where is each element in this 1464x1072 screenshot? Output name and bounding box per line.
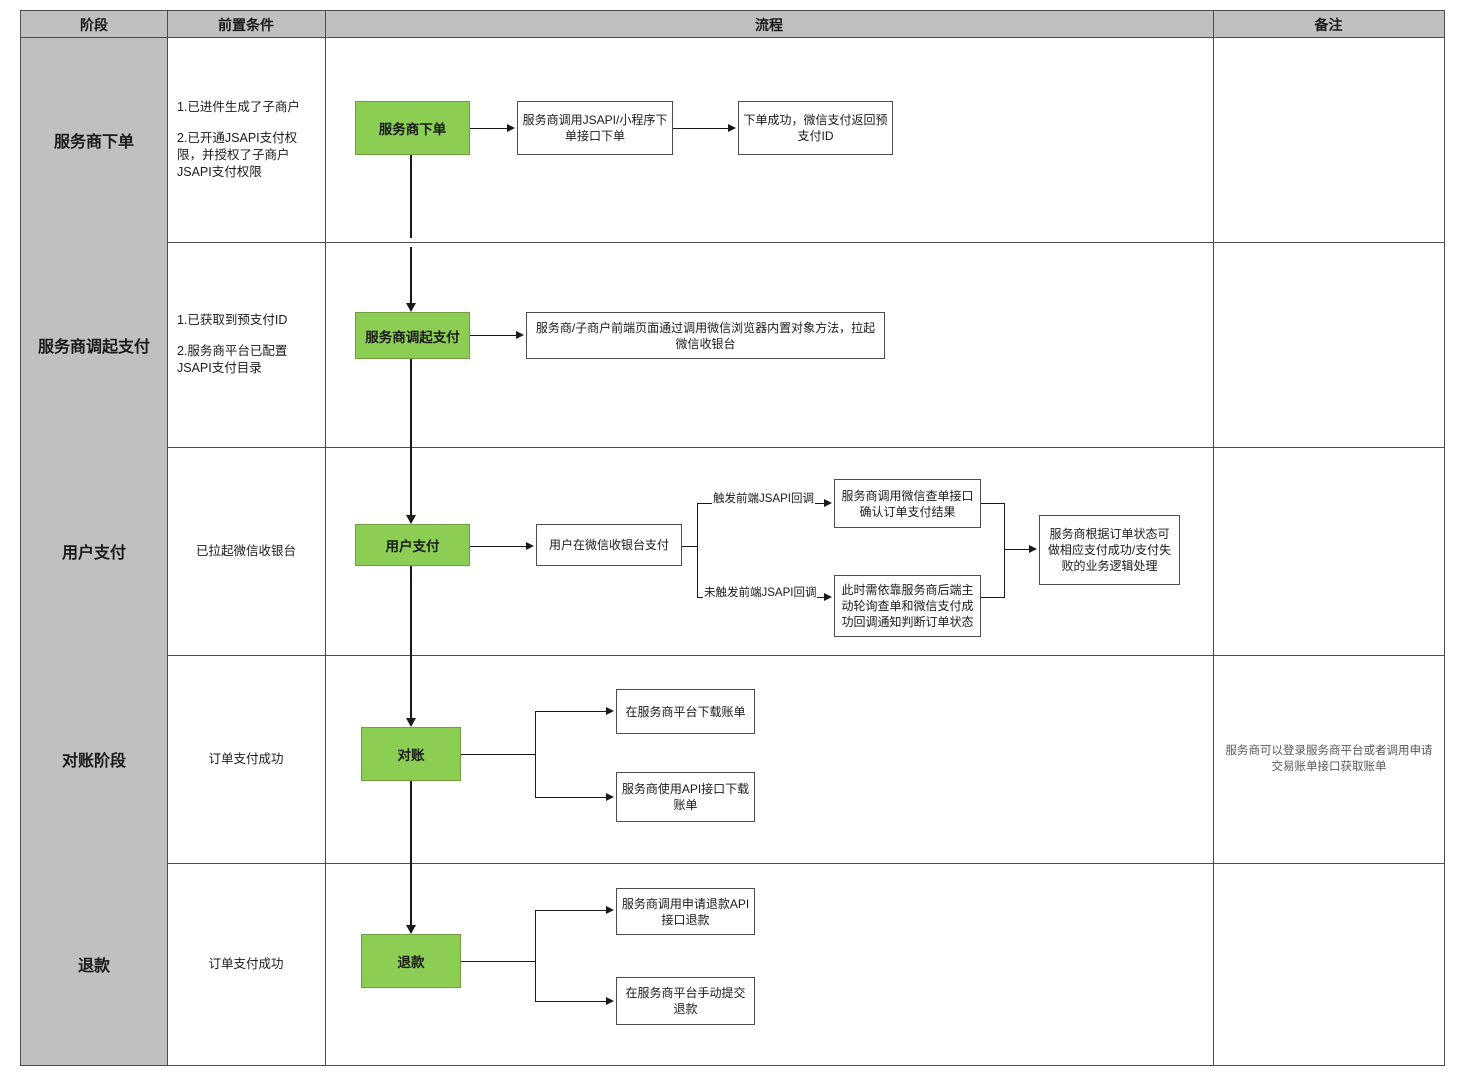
edge-row3-merge-bottom <box>981 597 1005 598</box>
edge-row5-branch-top <box>535 910 607 911</box>
arrow-row1-2 <box>728 124 736 132</box>
table-header-row: 阶段 前置条件 流程 备注 <box>21 11 1444 38</box>
connector-row2-to-row3 <box>410 359 412 519</box>
node-branch-top-row3[interactable]: 服务商调用微信查单接口确认订单支付结果 <box>834 479 981 528</box>
header-note: 备注 <box>1314 16 1343 33</box>
node-step-row1-2[interactable]: 下单成功，微信支付返回预支付ID <box>738 101 893 155</box>
stage-cell-2: 服务商调起支付 <box>21 242 167 447</box>
note-cell-1 <box>1213 38 1445 242</box>
edge-row4-split-vert <box>535 711 536 798</box>
note-text: 服务商可以登录服务商平台或者调用申请交易账单接口获取账单 <box>1225 745 1433 773</box>
process-table: 阶段 前置条件 流程 备注 服务商下单 1.已进件生成了子商户 2.已开通JSA… <box>20 10 1445 1066</box>
node-step-row2-1[interactable]: 服务商/子商户前端页面通过调用微信浏览器内置对象方法，拉起微信收银台 <box>526 312 885 359</box>
node-start-row1[interactable]: 服务商下单 <box>355 101 470 155</box>
node-merge-row3[interactable]: 服务商根据订单状态可做相应支付成功/支付失败的业务逻辑处理 <box>1039 515 1180 585</box>
arrow-row3-merge <box>1029 545 1037 553</box>
arrow-row4-branch-top <box>606 707 614 715</box>
column-divider-2 <box>325 11 326 1065</box>
edge-row3-1 <box>470 546 527 547</box>
note-cell-5 <box>1213 863 1445 1065</box>
arrow-into-node-row4 <box>406 718 416 727</box>
node-start-row3[interactable]: 用户支付 <box>355 524 470 566</box>
node-branch-top-row5[interactable]: 服务商调用申请退款API接口退款 <box>616 888 755 935</box>
node-start-row5[interactable]: 退款 <box>361 934 461 988</box>
header-preconditions: 前置条件 <box>218 16 274 33</box>
column-divider-3 <box>1213 11 1214 1065</box>
precondition-item: 1.已进件生成了子商户 <box>177 100 300 114</box>
node-step-row1-1[interactable]: 服务商调用JSAPI/小程序下单接口下单 <box>517 101 673 155</box>
precondition-item: 订单支付成功 <box>208 956 284 971</box>
precondition-cell-1: 1.已进件生成了子商户 2.已开通JSAPI支付权限，并授权了子商户JSAPI支… <box>167 38 325 242</box>
edge-row5-branch-bottom <box>535 1001 607 1002</box>
edge-row3-merge-out <box>1004 549 1030 550</box>
row-divider-4 <box>21 863 1444 864</box>
edge-row3-merge-vert <box>1004 503 1005 598</box>
precondition-item: 1.已获取到预支付ID <box>177 313 288 327</box>
precondition-item: 2.服务商平台已配置JSAPI支付目录 <box>177 344 288 375</box>
header-flow: 流程 <box>755 16 783 33</box>
precondition-cell-5: 订单支付成功 <box>167 863 325 1065</box>
edge-row3-split-stub <box>682 546 698 547</box>
edge-row4-branch-bottom <box>535 797 607 798</box>
edge-label-row3-top: 触发前端JSAPI回调 <box>712 490 815 506</box>
node-branch-top-row4[interactable]: 在服务商平台下载账单 <box>616 689 755 734</box>
stage-cell-3: 用户支付 <box>21 447 167 655</box>
header-stage: 阶段 <box>80 16 108 33</box>
edge-row2-1 <box>470 335 517 336</box>
stage-cell-1: 服务商下单 <box>21 38 167 242</box>
note-cell-3 <box>1213 447 1445 655</box>
column-divider-1 <box>167 11 168 1065</box>
arrow-row3-branch-top <box>824 499 832 507</box>
connector-row4-to-row5 <box>410 781 412 928</box>
arrow-into-node-row2 <box>406 303 416 312</box>
node-start-row2[interactable]: 服务商调起支付 <box>355 312 470 359</box>
edge-row1-1 <box>470 128 508 129</box>
precondition-cell-2: 1.已获取到预支付ID 2.服务商平台已配置JSAPI支付目录 <box>167 242 325 447</box>
edge-row3-split-vert <box>697 503 698 598</box>
arrow-row2-1 <box>516 331 524 339</box>
precondition-cell-4: 订单支付成功 <box>167 655 325 863</box>
arrow-row1-1 <box>507 124 515 132</box>
edge-row5-stub <box>461 961 536 962</box>
stage-cell-5: 退款 <box>21 863 167 1065</box>
note-cell-2 <box>1213 242 1445 447</box>
connector-row1-to-row2 <box>410 155 412 238</box>
node-branch-bottom-row3[interactable]: 此时需依靠服务商后端主动轮询查单和微信支付成功回调通知判断订单状态 <box>834 575 981 637</box>
edge-row4-branch-top <box>535 711 607 712</box>
edge-row4-stub <box>461 754 536 755</box>
arrow-into-node-row5 <box>406 925 416 934</box>
precondition-item: 订单支付成功 <box>208 751 284 766</box>
arrow-row4-branch-bottom <box>606 793 614 801</box>
arrow-row5-branch-bottom <box>606 997 614 1005</box>
connector-row2-to-row2-arrow <box>410 247 412 305</box>
note-cell-4: 服务商可以登录服务商平台或者调用申请交易账单接口获取账单 <box>1213 655 1445 863</box>
node-step-row3-1[interactable]: 用户在微信收银台支付 <box>536 524 682 566</box>
edge-row3-merge-top <box>981 503 1005 504</box>
arrow-row3-branch-bottom <box>824 593 832 601</box>
edge-row5-split-vert <box>535 910 536 1002</box>
arrow-into-node-row3 <box>406 515 416 524</box>
node-branch-bottom-row5[interactable]: 在服务商平台手动提交退款 <box>616 977 755 1025</box>
row-divider-1 <box>21 242 1444 243</box>
precondition-item: 已拉起微信收银台 <box>195 543 296 558</box>
node-start-row4[interactable]: 对账 <box>361 727 461 781</box>
arrow-row5-branch-top <box>606 906 614 914</box>
arrow-row3-1 <box>526 542 534 550</box>
row-divider-2 <box>21 447 1444 448</box>
edge-row1-2 <box>673 128 729 129</box>
row-divider-3 <box>21 655 1444 656</box>
stage-cell-4: 对账阶段 <box>21 655 167 863</box>
node-branch-bottom-row4[interactable]: 服务商使用API接口下载账单 <box>616 772 755 822</box>
precondition-item: 2.已开通JSAPI支付权限，并授权了子商户JSAPI支付权限 <box>177 131 298 179</box>
edge-label-row3-bottom: 未触发前端JSAPI回调 <box>703 584 818 600</box>
precondition-cell-3: 已拉起微信收银台 <box>167 447 325 655</box>
connector-row3-to-row4 <box>410 566 412 721</box>
